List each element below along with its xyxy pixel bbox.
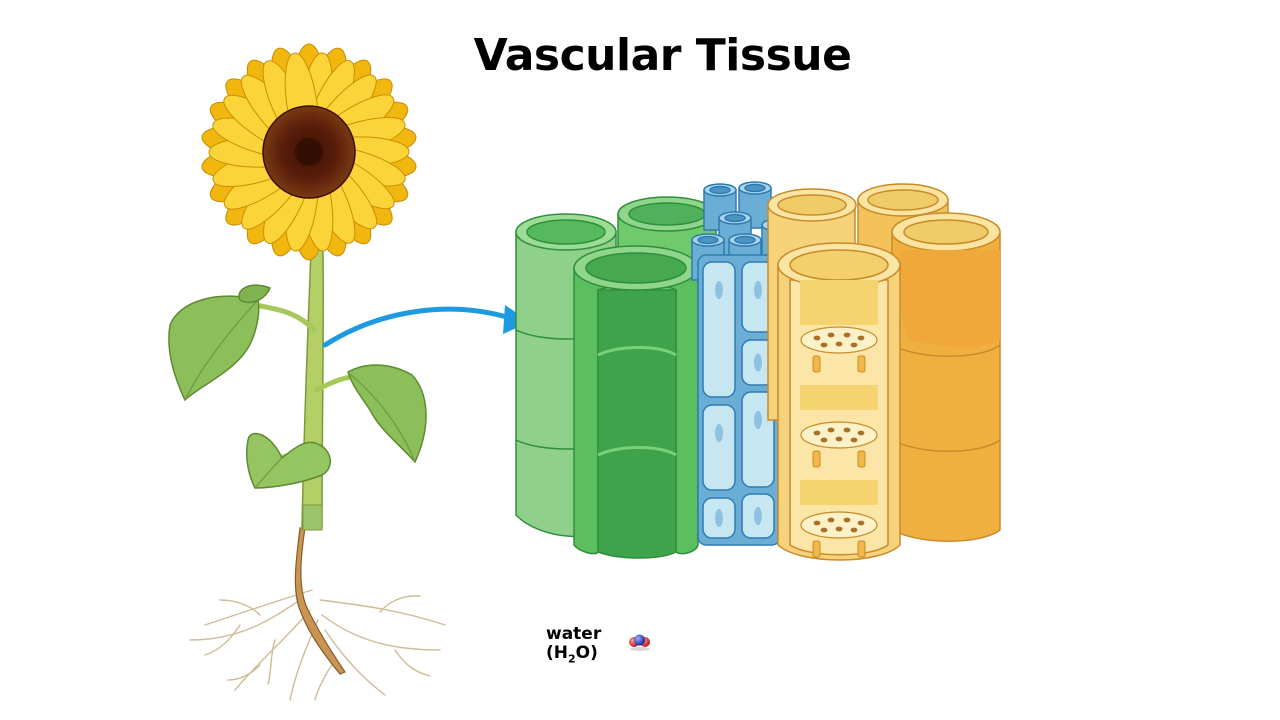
main-taproot <box>294 527 346 675</box>
plant-roots <box>189 589 446 701</box>
leaf-upper-right-small <box>238 284 271 304</box>
legend-formula: (H2O) <box>546 643 598 666</box>
arrow-to-tissue <box>322 305 530 348</box>
water-molecule-icon <box>629 634 650 651</box>
leaf-lower-left <box>245 432 331 489</box>
xylem-vessels <box>515 196 717 559</box>
plant-leaves <box>168 284 427 489</box>
sieve-tubes <box>767 183 1001 561</box>
leaf-upper-left <box>168 295 260 402</box>
page-title: Vascular Tissue <box>473 30 852 81</box>
sunflower-head <box>201 43 417 261</box>
legend-label-water: water <box>546 624 602 644</box>
water-legend: water (H2O) <box>546 625 601 668</box>
